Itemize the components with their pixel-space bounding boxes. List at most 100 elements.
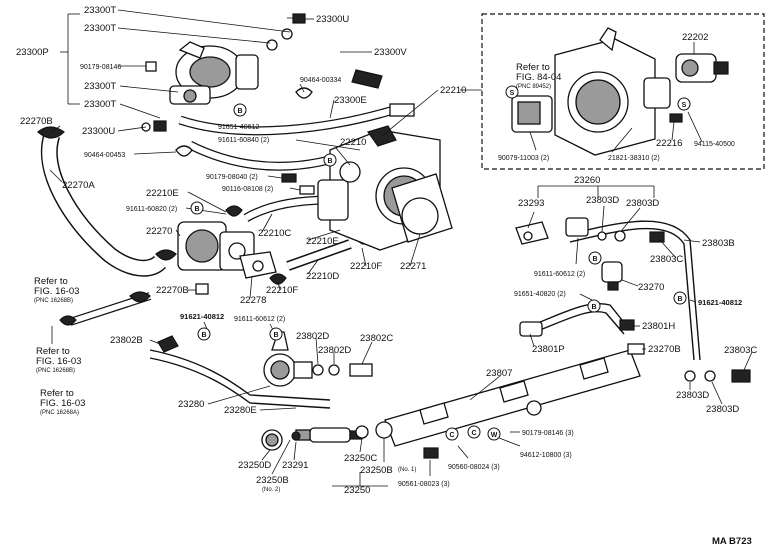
label-23250B-a: 23250B — [360, 465, 393, 476]
label-23300U-left: 23300U — [82, 126, 115, 137]
label-90179-08146-a: 90179-08146 — [80, 64, 121, 71]
label-22210E-1: 22210E — [146, 188, 179, 199]
bolt-23803C-2 — [731, 369, 751, 383]
label-23802B: 23802B — [110, 335, 143, 346]
label-22202: 22202 — [682, 32, 708, 43]
label-23300T-3: 23300T — [84, 81, 116, 92]
label-90560-08024: 90560-08024 (3) — [448, 464, 500, 471]
svg-text:Refer to: Refer to — [34, 276, 68, 287]
symbol-c-markers: C C — [445, 425, 481, 441]
label-90179-08146-b: 90179-08146 (3) — [522, 430, 574, 437]
label-23802D-2: 23802D — [318, 345, 351, 356]
label-91621-40812-b: 91621-40812 — [180, 312, 224, 321]
air-valve-assembly — [169, 41, 259, 105]
symbol-w-markers: W — [487, 427, 501, 441]
hose-22210D-inner — [286, 240, 352, 270]
label-90561-08023: 90561-08023 (3) — [398, 481, 450, 488]
label-23291: 23291 — [282, 460, 308, 471]
label-22210E-2: 22210E — [306, 236, 339, 247]
label-91651-40612-a: 91651-40612 — [218, 124, 259, 131]
label-94115-40500: 94115-40500 — [694, 141, 735, 148]
label-23260: 23260 — [574, 175, 600, 186]
label-23250: 23250 — [344, 485, 370, 496]
label-23300E: 23300E — [334, 95, 367, 106]
label-22210C: 22210C — [258, 228, 291, 239]
gasket-23803D-1 — [597, 231, 607, 241]
fitting-23801P — [519, 321, 543, 337]
clamp-22210F — [269, 273, 287, 285]
svg-text:B: B — [201, 332, 206, 339]
svg-text:(PNC 16268A): (PNC 16268A) — [40, 410, 79, 416]
fuel-pipe-23803B-b — [569, 227, 695, 361]
label-90464-00453: 90464-00453 — [84, 152, 125, 159]
label-23250B-no2: (No. 2) — [262, 487, 280, 493]
label-91651-40820: 91651-40820 (2) — [514, 291, 566, 298]
bolt-23300U-top — [287, 13, 306, 24]
label-22270: 22270 — [146, 226, 172, 237]
label-22216: 22216 — [656, 138, 682, 149]
label-21821-38310: 21821-38310 (2) — [608, 155, 660, 162]
bolt-23300U-left — [141, 120, 167, 132]
clamp-refer-pipe-end — [59, 315, 77, 326]
svg-text:B: B — [194, 206, 199, 213]
svg-text:Refer to: Refer to — [36, 346, 70, 357]
svg-text:B: B — [591, 304, 596, 311]
label-23300U-top: 23300U — [316, 14, 349, 25]
svg-text:B: B — [592, 256, 597, 263]
label-23802D-1: 23802D — [296, 331, 329, 342]
gasket-23803D-3 — [684, 370, 696, 382]
label-22270A: 22270A — [62, 180, 95, 191]
label-22270B-low: 22270B — [156, 285, 189, 296]
label-94612-10800: 94612-10800 (3) — [520, 452, 572, 459]
label-22278: 22278 — [240, 295, 266, 306]
fuel-pipe-23803B-a — [569, 220, 701, 361]
label-23803D-4: 23803D — [706, 404, 739, 415]
label-91611-60612-a: 91611-60612 (2) — [534, 271, 585, 278]
screw-22216 — [669, 113, 683, 123]
label-23803D-1: 23803D — [586, 195, 619, 206]
clamp-22210E-1 — [225, 205, 243, 217]
clamp-23801H — [619, 319, 635, 331]
symbol-b-markers: B B B B B B B B — [190, 103, 687, 341]
label-22210F-1: 22210F — [350, 261, 382, 272]
hose-22270A-inner — [42, 132, 165, 276]
label-23300V: 23300V — [374, 47, 407, 58]
label-90464-00334: 90464-00334 — [300, 77, 341, 84]
part-labels: 23300T 23300T 23300U 23300P 90179-08146 … — [16, 5, 757, 496]
label-23300T-2: 23300T — [84, 23, 116, 34]
fuel-pipe-23802B-b — [149, 357, 331, 409]
inset-throttle-body — [554, 27, 671, 156]
clamp-22270B-top — [37, 126, 65, 139]
gasket-22271 — [391, 173, 453, 243]
label-23280: 23280 — [178, 399, 204, 410]
label-23280E: 23280E — [224, 405, 257, 416]
svg-text:FIG. 16-03: FIG. 16-03 — [34, 286, 79, 297]
label-23803B: 23803B — [702, 238, 735, 249]
svg-text:C: C — [471, 430, 476, 437]
symbol-s-markers: S S — [505, 85, 691, 111]
clamp-23270B — [627, 343, 645, 355]
label-22210D: 22210D — [306, 271, 339, 282]
label-23803C-2: 23803C — [724, 345, 757, 356]
label-90079-11003: 90079-11003 (2) — [498, 155, 549, 162]
clip-22270B-low — [195, 283, 209, 295]
insulator-23250B — [375, 421, 393, 439]
hose-clamp-23300V — [351, 69, 383, 89]
label-23270: 23270 — [638, 282, 664, 293]
label-22270B-top: 22270B — [20, 116, 53, 127]
svg-text:B: B — [273, 332, 278, 339]
injector-23250 — [295, 427, 363, 443]
label-23300T-4: 23300T — [84, 99, 116, 110]
label-22210F-2: 22210F — [266, 285, 298, 296]
svg-text:(PNC 16268B): (PNC 16268B) — [34, 298, 73, 304]
label-23803D-3: 23803D — [676, 390, 709, 401]
label-22271: 22271 — [400, 261, 426, 272]
label-23250B-no1: (No. 1) — [398, 467, 416, 473]
label-23300P: 23300P — [16, 47, 49, 58]
gasket-23802D-2 — [328, 364, 340, 376]
label-91611-60820: 91611-60820 (2) — [126, 206, 177, 213]
damper-23270 — [601, 261, 623, 291]
label-23300T-1: 23300T — [84, 5, 116, 16]
label-23250C: 23250C — [344, 453, 377, 464]
union-23803 — [565, 217, 589, 237]
